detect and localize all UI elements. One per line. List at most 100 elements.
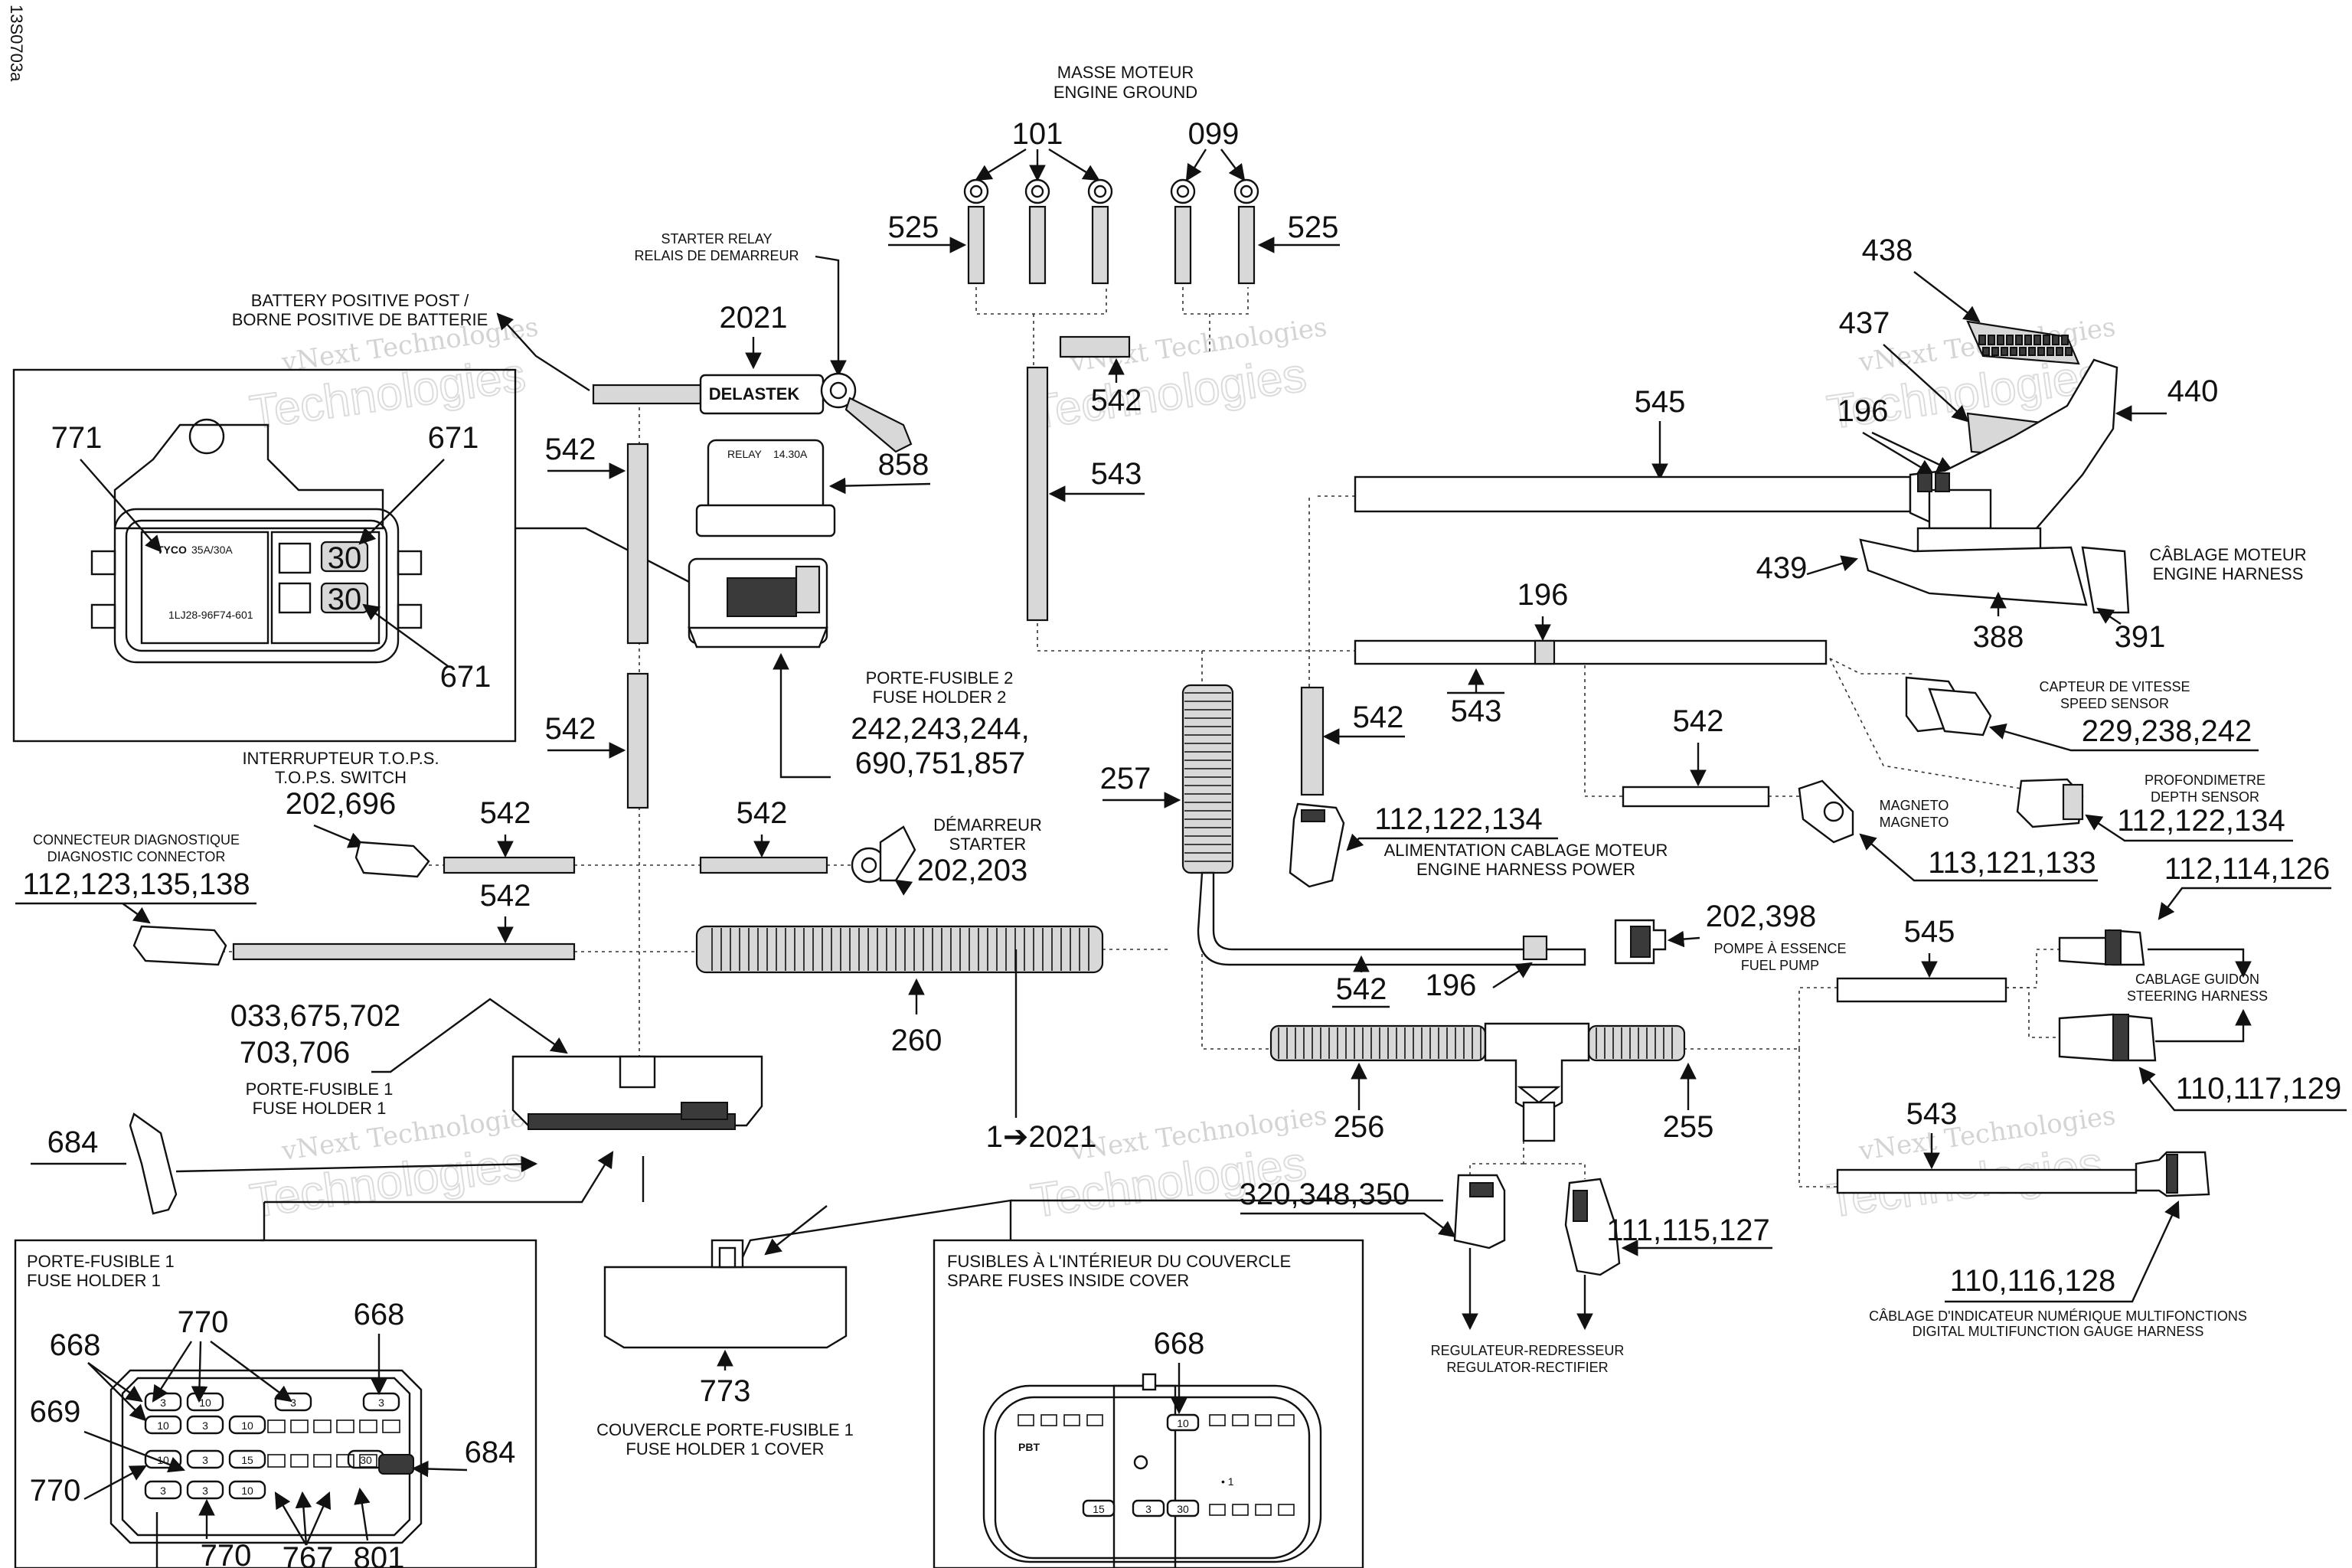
- relay-858-text2: 14.30A: [773, 448, 808, 460]
- fuel-fr: POMPE À ESSENCE: [1713, 941, 1846, 956]
- eh-ref-196: 196: [1838, 394, 1889, 428]
- tops-fr: INTERRUPTEUR T.O.P.S.: [242, 749, 439, 768]
- eh-ref-545: 545: [1635, 385, 1686, 419]
- relay-brand: DELASTEK: [709, 384, 800, 403]
- fh1d-fuse-label: 3: [202, 1419, 208, 1432]
- diag-tube-ref: 542: [480, 879, 531, 913]
- gauge-tube-ref: 543: [1906, 1097, 1958, 1131]
- diag-refs: 112,123,135,138: [22, 867, 250, 901]
- tops-refs: 202,696: [286, 787, 397, 821]
- fh1d-fuse-label: 3: [290, 1396, 296, 1409]
- speed-sensor: CAPTEUR DE VITESSE SPEED SENSOR 229,238,…: [1905, 676, 2259, 752]
- fh2-fuse-val-top: 30: [328, 541, 362, 575]
- magneto-refs: 113,121,133: [1928, 846, 2096, 880]
- fh1-clip-ref: 684: [47, 1125, 99, 1159]
- eh-en: ENGINE HARNESS: [2153, 564, 2304, 583]
- fuel-tube-ref: 542: [1336, 972, 1387, 1006]
- fuel-pump: 196 542 202,398 POMPE À ESSENCE FUEL PUM…: [1332, 900, 1847, 1008]
- fh1d-fuse-label: 3: [160, 1396, 166, 1409]
- eh-ref-391: 391: [2115, 620, 2166, 654]
- diag-fr: CONNECTEUR DIAGNOSTIQUE: [33, 832, 240, 848]
- fh1d-fuse-label: 3: [378, 1396, 384, 1409]
- relay-858: RELAY 14.30A 858: [695, 439, 931, 537]
- fh1d-fr: PORTE-FUSIBLE 1: [27, 1252, 175, 1271]
- ref-543-vertical: 543: [1091, 457, 1142, 491]
- regulator-fr: REGULATEUR-REDRESSEUR: [1431, 1343, 1625, 1358]
- tops-en: T.O.P.S. SWITCH: [275, 768, 407, 787]
- fuel-refs: 202,398: [1706, 900, 1817, 933]
- fh2-chip-spec: 35A/30A: [191, 544, 233, 556]
- regulator: 320,348,350 111,115,127 REGULATEUR-REDRE…: [1240, 1174, 1772, 1375]
- fh1d-fuse-label: 15: [241, 1454, 253, 1466]
- ground-eyelet: [963, 178, 1259, 285]
- depth-fr: PROFONDIMETRE: [2145, 773, 2265, 788]
- fh1d-fuse-label: 3: [202, 1454, 208, 1466]
- steering-refs-bot: 110,117,129: [2176, 1072, 2342, 1106]
- tops-tube-ref: 542: [480, 796, 531, 830]
- fuse-holder-2: PORTE-FUSIBLE 2 FUSE HOLDER 2 242,243,24…: [688, 557, 1030, 780]
- fuse-holder-2-detail: TYCO 35A/30A 1LJ28-96F74-601 30 30 771 6…: [12, 368, 690, 743]
- tube-542-center: [1059, 335, 1131, 358]
- battery-post-en: BATTERY POSITIVE POST /: [251, 291, 469, 310]
- fh1d-en: FUSE HOLDER 1: [27, 1271, 161, 1290]
- fh1d-ref-770-left: 770: [30, 1474, 81, 1508]
- eh-ref-196-clip: 196: [1517, 578, 1569, 612]
- fh1d-ref-801: 801: [354, 1541, 405, 1568]
- fh2-chip-code: 1LJ28-96F74-601: [168, 609, 253, 621]
- depth-sensor: PROFONDIMETRE DEPTH SENSOR 112,122,134: [2016, 773, 2293, 842]
- fh1d-ref-684: 684: [465, 1436, 516, 1469]
- depth-en: DEPTH SENSOR: [2151, 789, 2259, 805]
- relay-858-text1: RELAY: [727, 448, 763, 460]
- ref-257: 257: [1100, 762, 1152, 795]
- left-tubes: 542 542: [545, 433, 649, 809]
- ref-542-lower: 542: [545, 712, 596, 746]
- fh1d-ref-668-left: 668: [50, 1328, 101, 1362]
- ref-2021: 2021: [720, 301, 788, 335]
- fh1-fr: PORTE-FUSIBLE 1: [246, 1080, 394, 1099]
- steering-fr: CABLAGE GUIDON: [2135, 972, 2259, 987]
- fuel-en: FUEL PUMP: [1741, 958, 1819, 973]
- ref-542-center: 542: [1091, 384, 1142, 417]
- spare-en: SPARE FUSES INSIDE COVER: [947, 1271, 1189, 1290]
- spare-fr: FUSIBLES À L'INTÉRIEUR DU COUVERCLE: [947, 1252, 1291, 1271]
- steering-tube-ref: 545: [1904, 915, 1955, 949]
- power-en: ENGINE HARNESS POWER: [1416, 860, 1635, 879]
- starter-relay-en: STARTER RELAY: [661, 231, 772, 247]
- fh2-refs-1: 242,243,244,: [851, 712, 1030, 746]
- eh-ref-439: 439: [1756, 551, 1808, 585]
- spare-mark2: • 1: [1221, 1475, 1234, 1488]
- starter-fr: DÉMARREUR: [933, 815, 1042, 835]
- fuel-clip-ref: 196: [1426, 969, 1477, 1002]
- cover-en: FUSE HOLDER 1 COVER: [626, 1439, 824, 1459]
- magneto: 542 MAGNETO MAGNETO 113,121,133: [1622, 704, 2098, 882]
- starter: 542 DÉMARREUR STARTER 202,203: [699, 796, 1042, 896]
- fh1d-fuse-label: 3: [202, 1485, 208, 1497]
- magneto-fr: MAGNETO: [1880, 798, 1949, 813]
- fh1-refs-2: 703,706: [240, 1036, 351, 1070]
- engine-ground: MASSE MOTEUR ENGINE GROUND 101 099 525 5…: [888, 63, 1340, 622]
- spare-fuse-label: 15: [1093, 1503, 1105, 1515]
- ref-525-left: 525: [888, 211, 939, 244]
- steering-harness: 112,114,126 545 CABLAGE GUIDON STEERING …: [1836, 852, 2347, 1112]
- fh2-fr: PORTE-FUSIBLE 2: [866, 668, 1014, 688]
- spare-fuse-label: 30: [1177, 1503, 1189, 1515]
- eh-ref-438: 438: [1862, 234, 1913, 267]
- fh1-en: FUSE HOLDER 1: [253, 1099, 387, 1118]
- fh1d-ref-767: 767: [283, 1541, 334, 1568]
- speed-fr: CAPTEUR DE VITESSE: [2039, 679, 2190, 694]
- magneto-en: MAGNETO: [1880, 815, 1949, 830]
- steering-refs-top: 112,114,126: [2164, 852, 2331, 886]
- ref-773: 773: [700, 1374, 751, 1408]
- diagnostic-connector: CONNECTEUR DIAGNOSTIQUE DIAGNOSTIC CONNE…: [15, 832, 576, 966]
- spare-ref-668: 668: [1154, 1327, 1205, 1361]
- regulator-refs-right: 111,115,127: [1606, 1214, 1770, 1247]
- diag-en: DIAGNOSTIC CONNECTOR: [47, 849, 226, 864]
- gauge-refs: 110,116,128: [1950, 1264, 2116, 1298]
- starter-refs: 202,203: [917, 854, 1028, 887]
- tube-543-vertical: [1026, 366, 1049, 622]
- spare-mark: PBT: [1018, 1441, 1040, 1453]
- fuse-holder-1-cover: 773 COUVERCLE PORTE-FUSIBLE 1 FUSE HOLDE…: [596, 1199, 1443, 1459]
- ref-260: 260: [891, 1024, 942, 1057]
- spare-fuse-label: 10: [1177, 1417, 1189, 1429]
- eh-ref-437: 437: [1839, 306, 1890, 340]
